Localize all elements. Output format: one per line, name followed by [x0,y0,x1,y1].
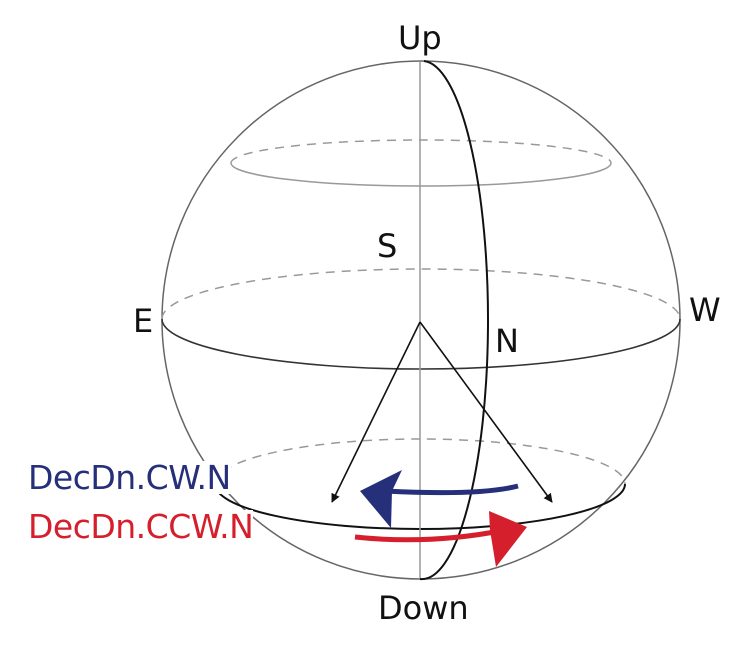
label-down: Down [378,589,469,627]
label-north: N [495,322,519,360]
label-south: S [377,227,398,265]
meridian [419,60,490,581]
vector-left [331,321,421,503]
equator-back [161,268,681,320]
upper-circle-back [230,139,612,164]
sphere-outline [161,60,681,580]
label-east: E [133,302,154,340]
legend-ccw: DecDn.CCW.N [28,507,254,546]
vector-right [419,321,553,503]
cw-arrow [384,483,519,496]
ccw-arrow [354,527,506,543]
cw-arrowhead [360,470,402,528]
label-west: W [689,291,721,329]
upper-circle-front [230,162,612,187]
label-up: Up [398,19,442,57]
ccw-arrowhead [489,511,527,567]
equator-front [161,318,681,370]
legend-cw: DecDn.CW.N [28,458,231,497]
